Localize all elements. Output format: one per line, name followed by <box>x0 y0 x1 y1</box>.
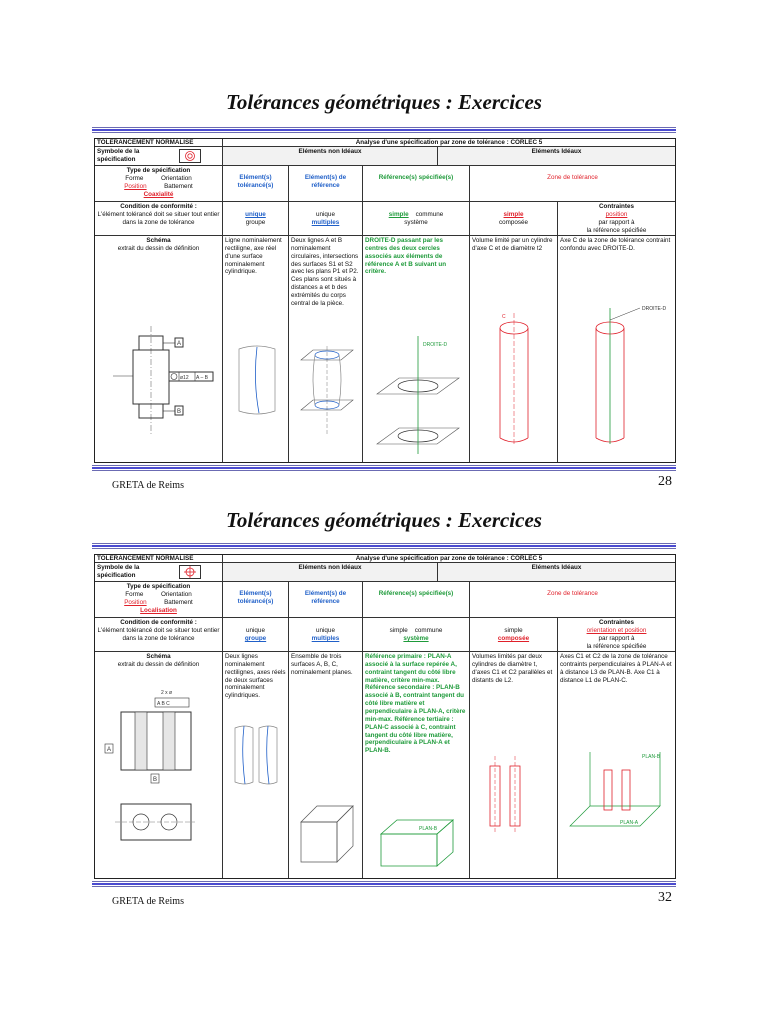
page-footer: GRETA de Reims 28 <box>112 474 672 494</box>
zone-description: Volume limité par un cylindre d'axe C et… <box>470 236 558 462</box>
type-specification: Type de spécification Forme Orientation … <box>95 166 223 202</box>
position-icon <box>179 565 201 579</box>
svg-text:DROITE-D: DROITE-D <box>642 306 667 312</box>
svg-text:A: A <box>177 341 181 347</box>
reference-description: Ensemble de trois surfaces A, B, C, nomi… <box>289 652 363 878</box>
svg-text:2 x ø: 2 x ø <box>161 690 172 696</box>
page-title: Tolérances géométriques : Exercices <box>226 90 542 114</box>
part-drawing: A B C 2 x ø A B <box>104 690 195 841</box>
svg-text:B: B <box>153 777 157 783</box>
type-specification: Type de spécification Forme Orientation … <box>95 582 223 618</box>
reference-sketch <box>300 346 354 436</box>
col-toleranced: Elément(s) tolérancé(s) <box>223 166 289 202</box>
constraints-description: Axes C1 et C2 de la zone de tolérance co… <box>558 652 675 878</box>
svg-text:B: B <box>177 409 181 415</box>
page-number: 28 <box>658 474 672 489</box>
reference-block-sketch <box>300 805 354 863</box>
svg-text:ø12: ø12 <box>180 375 189 381</box>
reference-description: Deux lignes A et B nominalement circulai… <box>289 236 363 462</box>
sheet-header-right: Analyse d'une spécification par zone de … <box>223 139 675 147</box>
schema-cell: Schéma extrait du dessin de définition A… <box>95 652 223 878</box>
ideal-header: Eléments Idéaux <box>438 147 675 166</box>
toleranced-axes-sketch <box>234 725 278 785</box>
constraints-sketch: DROITE-D <box>595 306 667 444</box>
svg-text:PLAN-B: PLAN-B <box>419 826 438 832</box>
condition-conformity: Condition de conformité : L'élément tolé… <box>95 202 223 236</box>
toleranced-description: Deux lignes nominalement rectilignes, ax… <box>223 652 289 878</box>
col-toleranced: Elément(s) tolérancé(s) <box>223 582 289 618</box>
zone-cylinder-sketch: C <box>499 313 529 444</box>
svg-text:A: A <box>107 747 111 753</box>
page-footer: GRETA de Reims 32 <box>112 890 672 910</box>
page-28: Tolérances géométriques : Exercices TOLE… <box>0 0 768 500</box>
constraints-header: Contraintes position par rapport à la ré… <box>558 202 675 236</box>
toleranced-axis-sketch <box>238 345 276 415</box>
col-zone: Zone de tolérance <box>470 166 675 202</box>
specified-sketch: DROITE-D <box>376 336 460 454</box>
non-ideal-header: Eléments non Idéaux <box>223 147 438 166</box>
symbol-label: Symbole de la spécification <box>95 563 223 582</box>
toleranced-description: Ligne nominalement rectiligne, axe réel … <box>223 236 289 462</box>
col-reference: Elément(s) de référence <box>289 166 363 202</box>
schema-cell: Schéma extrait du dessin de définition A… <box>95 236 223 462</box>
col-reference: Elément(s) de référence <box>289 582 363 618</box>
footer-rule <box>92 465 676 471</box>
page-title: Tolérances géométriques : Exercices <box>226 508 542 532</box>
header-rule <box>92 127 676 133</box>
svg-text:PLAN-B: PLAN-B <box>642 754 661 760</box>
sheet-header-right: Analyse d'une spécification par zone de … <box>223 555 675 563</box>
page-32: Tolérances géométriques : Exercices TOLE… <box>0 500 768 1024</box>
header-rule <box>92 543 676 549</box>
corlec-sheet: TOLERANCEMENT NORMALISE Analyse d'une sp… <box>94 138 676 463</box>
col-zone: Zone de tolérance <box>470 582 675 618</box>
specified-description: DROITE-D passant par les centres des deu… <box>363 236 470 462</box>
specified-planes-sketch: PLAN-B <box>379 819 455 867</box>
footer-rule <box>92 881 676 887</box>
svg-text:DROITE-D: DROITE-D <box>423 342 448 348</box>
symbol-label: Symbole de la spécification <box>95 147 223 166</box>
non-ideal-header: Eléments non Idéaux <box>223 563 438 582</box>
svg-text:A – B: A – B <box>196 375 209 381</box>
constraints-header: Contraintes orientation et position par … <box>558 618 675 652</box>
sheet-header-left: TOLERANCEMENT NORMALISE <box>95 139 223 147</box>
ideal-header: Eléments Idéaux <box>438 563 675 582</box>
svg-text:A B C: A B C <box>157 701 170 707</box>
svg-text:PLAN-A: PLAN-A <box>620 820 639 826</box>
constraints-description: Axe C de la zone de tolérance contraint … <box>558 236 675 462</box>
svg-text:C: C <box>502 314 506 320</box>
zone-cylinders-sketch <box>489 756 521 832</box>
corlec-sheet: TOLERANCEMENT NORMALISE Analyse d'une sp… <box>94 554 676 879</box>
constraints-planes-sketch: PLAN-B PLAN-A <box>569 752 661 827</box>
specified-description: Référence primaire : PLAN-A associé à la… <box>363 652 470 878</box>
zone-description: Volumes limités par deux cylindres de di… <box>470 652 558 878</box>
col-specified: Référence(s) spécifiée(s) <box>363 166 470 202</box>
col-specified: Référence(s) spécifiée(s) <box>363 582 470 618</box>
footer-school: GRETA de Reims <box>112 480 184 491</box>
condition-conformity: Condition de conformité : L'élément tolé… <box>95 618 223 652</box>
coaxiality-icon <box>179 149 201 163</box>
part-drawing: A B ø12 A – B <box>113 326 214 436</box>
sheet-header-left: TOLERANCEMENT NORMALISE <box>95 555 223 563</box>
page-number: 32 <box>658 890 672 905</box>
footer-school: GRETA de Reims <box>112 896 184 907</box>
